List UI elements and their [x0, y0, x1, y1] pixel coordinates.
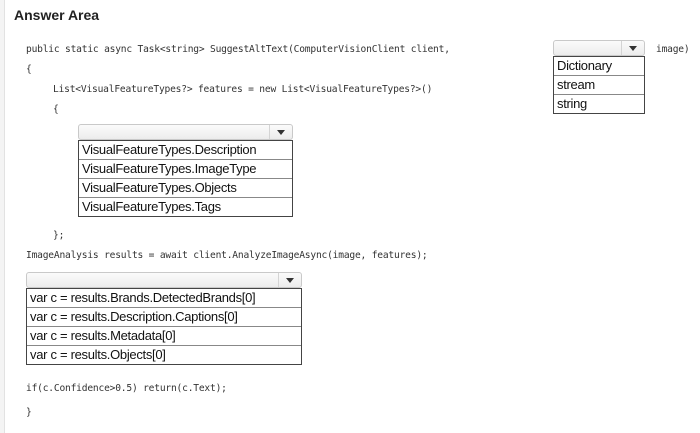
result-var-dropdown-head[interactable]	[26, 272, 302, 288]
code-line-method-signature: public static async Task<string> Suggest…	[26, 44, 450, 55]
option-tags[interactable]: VisualFeatureTypes.Tags	[82, 199, 221, 214]
code-line-method-signature-end: image)	[656, 44, 690, 55]
option-objects[interactable]: var c = results.Objects[0]	[30, 347, 166, 362]
option-imagetype[interactable]: VisualFeatureTypes.ImageType	[79, 160, 292, 179]
option-brands[interactable]: var c = results.Brands.DetectedBrands[0]	[27, 289, 301, 308]
chevron-down-icon[interactable]	[621, 41, 644, 55]
option-objects[interactable]: VisualFeatureTypes.Objects	[79, 179, 292, 198]
chevron-down-icon[interactable]	[269, 125, 292, 139]
code-line-close-brace: }	[26, 407, 32, 418]
feature-types-options: VisualFeatureTypes.Description VisualFea…	[78, 140, 293, 217]
code-line-open-brace: {	[26, 64, 32, 75]
feature-types-dropdown-head[interactable]	[78, 124, 293, 140]
option-captions[interactable]: var c = results.Description.Captions[0]	[27, 308, 301, 327]
option-dictionary[interactable]: Dictionary	[554, 57, 644, 76]
answer-area-title: Answer Area	[14, 7, 100, 23]
option-description[interactable]: VisualFeatureTypes.Description	[79, 141, 292, 160]
param-type-dropdown-head[interactable]	[553, 40, 645, 56]
feature-types-dropdown[interactable]: VisualFeatureTypes.Description VisualFea…	[78, 124, 293, 217]
code-line-analyze-call: ImageAnalysis results = await client.Ana…	[26, 250, 428, 261]
param-type-options: Dictionary stream string	[553, 56, 645, 114]
result-var-dropdown[interactable]: var c = results.Brands.DetectedBrands[0]…	[26, 272, 302, 365]
option-string[interactable]: string	[557, 96, 587, 111]
code-line-initializer-close: };	[53, 230, 65, 241]
result-var-options: var c = results.Brands.DetectedBrands[0]…	[26, 288, 302, 365]
code-line-features-declaration: List<VisualFeatureTypes?> features = new…	[53, 84, 433, 95]
param-type-dropdown[interactable]: Dictionary stream string	[553, 40, 645, 114]
code-line-confidence-check: if(c.Confidence>0.5) return(c.Text);	[26, 383, 227, 394]
option-metadata[interactable]: var c = results.Metadata[0]	[27, 327, 301, 346]
chevron-down-icon[interactable]	[278, 273, 301, 287]
code-line-initializer-open: {	[53, 104, 59, 115]
option-stream[interactable]: stream	[554, 76, 644, 95]
